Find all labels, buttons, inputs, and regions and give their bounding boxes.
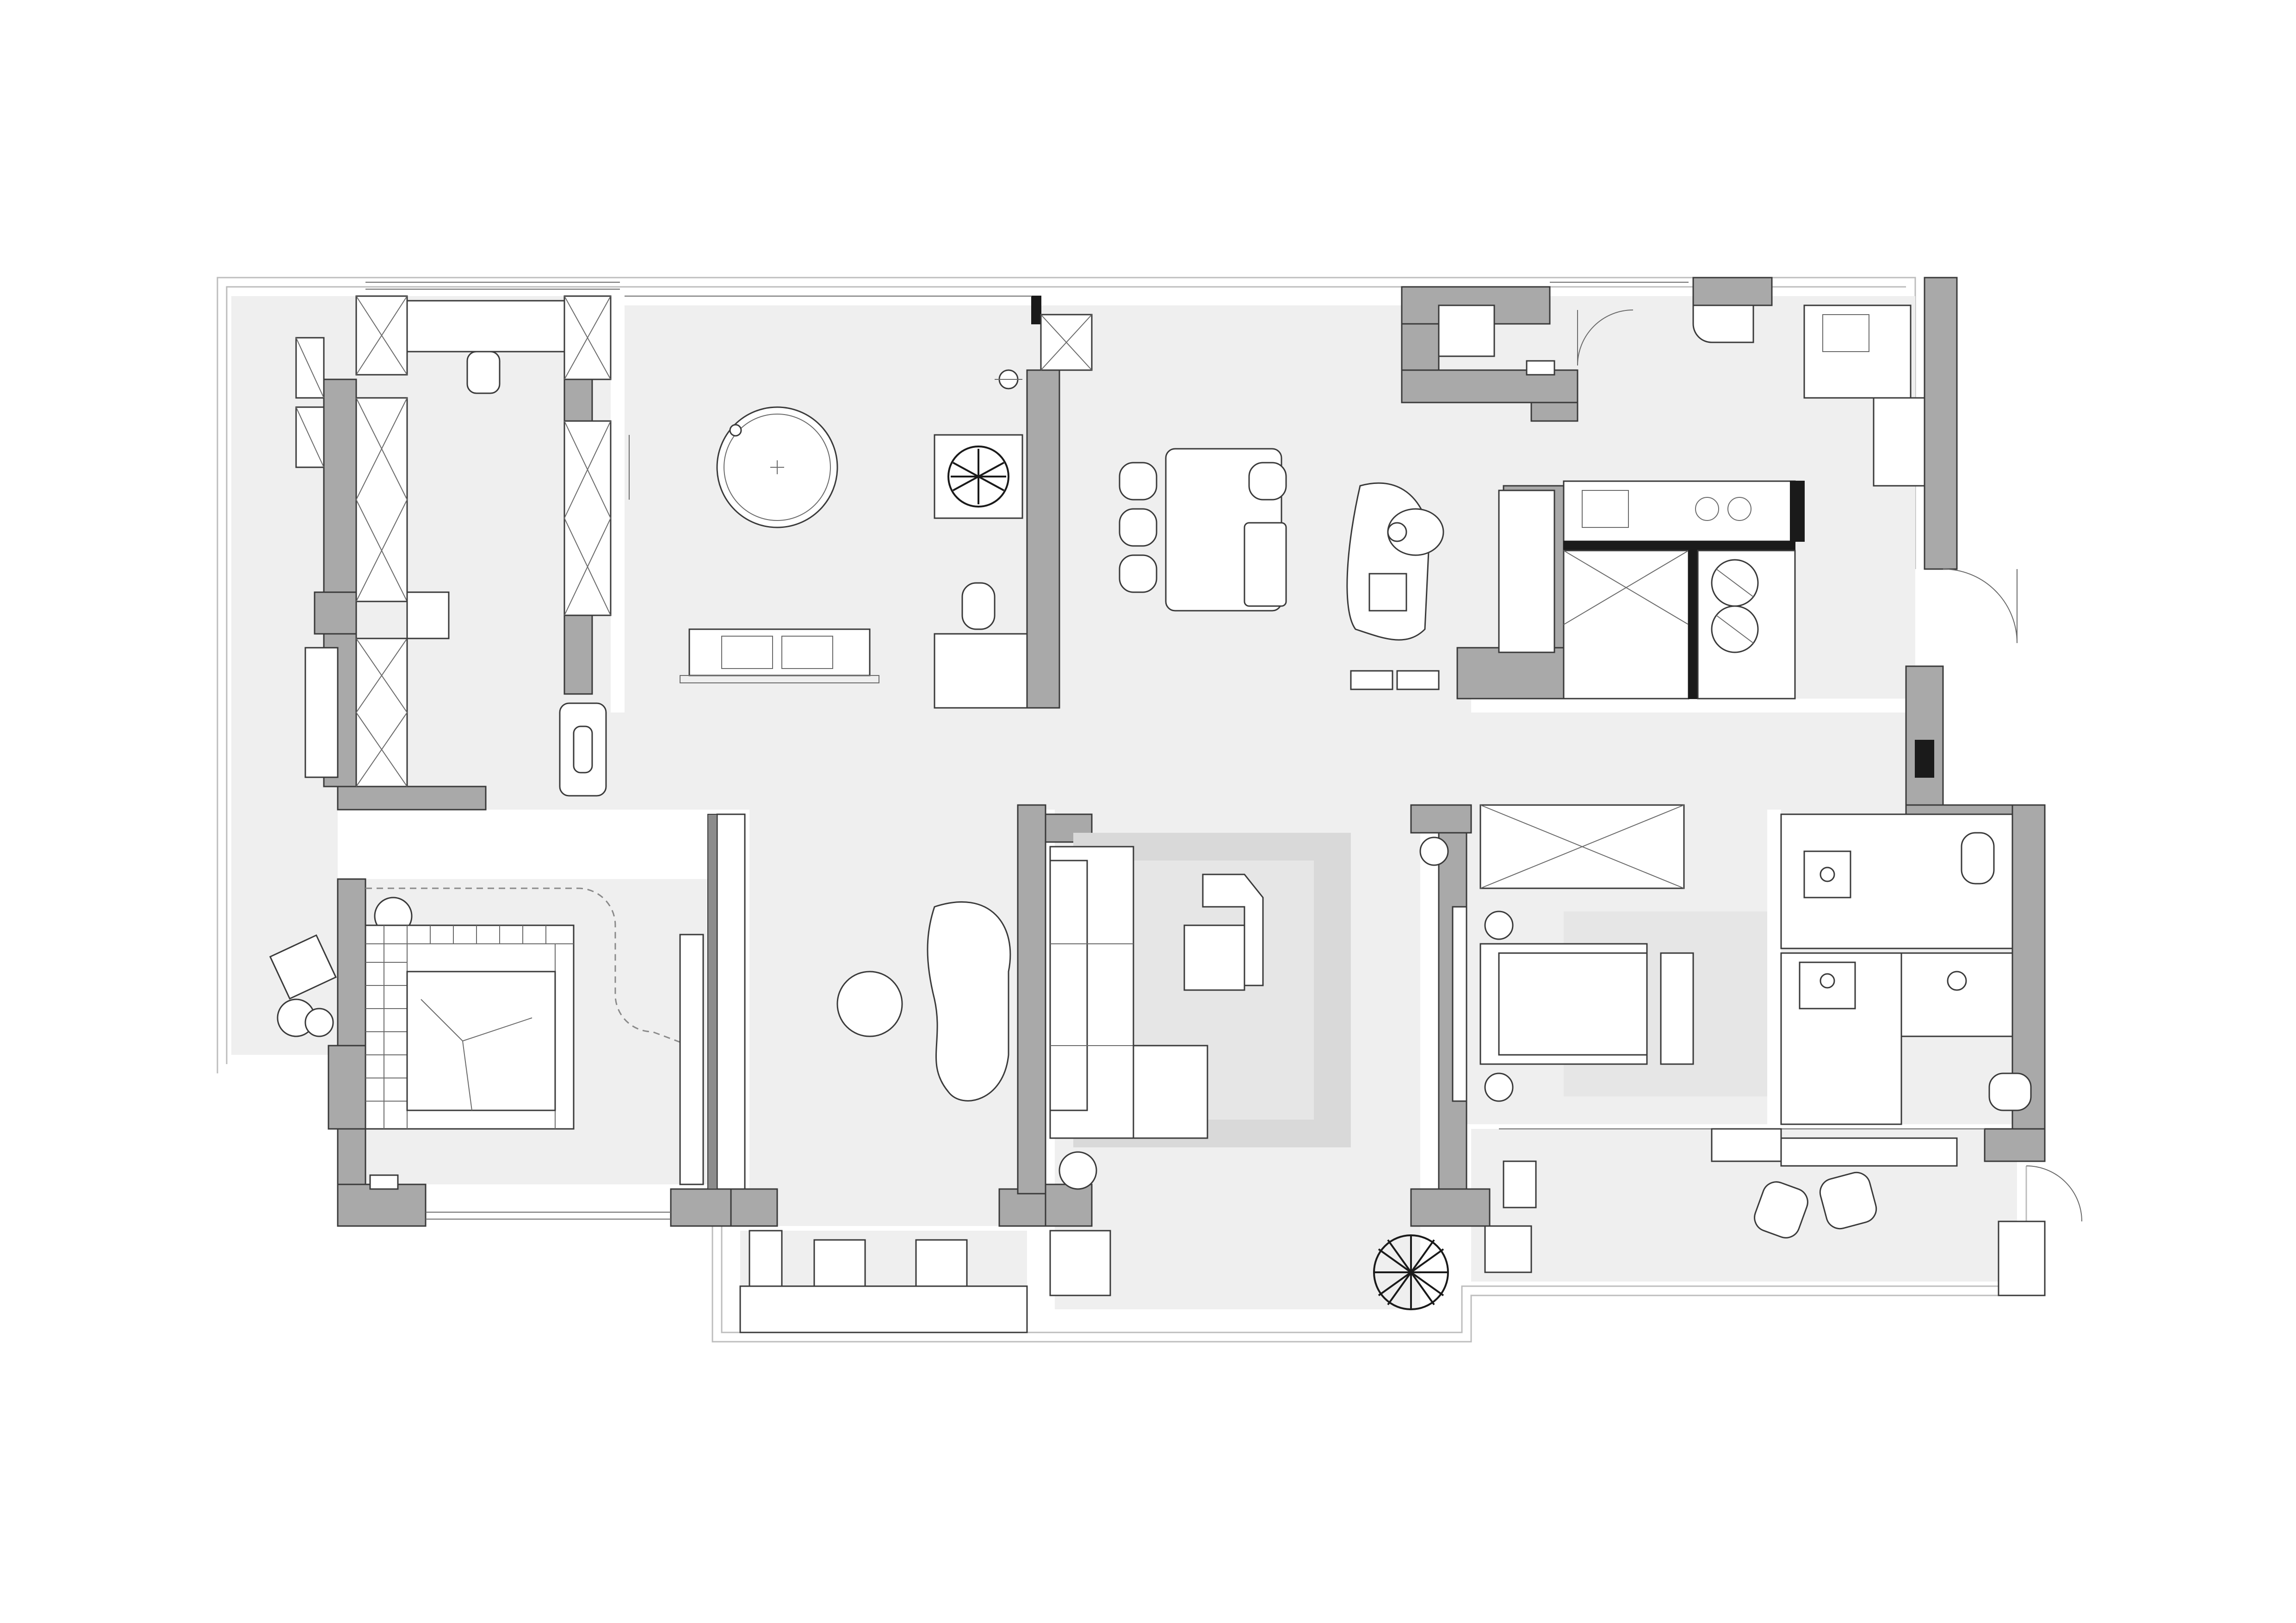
toilet-right-lower: [1988, 1072, 2032, 1111]
bedroom-two-bench: [1660, 952, 1694, 1065]
walls: [314, 277, 2046, 1227]
double-vanity: [688, 628, 871, 676]
round-coffee-table-study: [836, 971, 903, 1037]
wardrobe-left-lower: [355, 638, 408, 787]
toilet-right-upper: [1961, 832, 1995, 885]
master-bed-mattress: [406, 971, 556, 1111]
sectional-sofa-chaise: [1133, 1045, 1208, 1139]
coffee-table-living: [1183, 924, 1245, 991]
wardrobe-left: [355, 397, 408, 602]
living-fixtures: [1049, 833, 1449, 1310]
toilet-powder: [961, 582, 996, 630]
decor-plant-powder: [947, 446, 1009, 508]
bathroom-right-fixtures: [1711, 813, 2032, 1239]
side-bench: [1244, 522, 1287, 607]
wardrobe-right: [563, 420, 612, 616]
dressing-area: [295, 295, 612, 797]
kitchen-counter: [1563, 480, 1796, 542]
bar-stool-1: [813, 1239, 866, 1287]
master-bedroom-fixtures: [269, 887, 704, 1190]
curved-sofa-study: [927, 901, 1011, 1102]
vanity-desk: [406, 300, 565, 353]
windows: [365, 282, 1985, 1220]
dining-fixtures: [1119, 448, 1444, 690]
lounge-chair-master: [269, 934, 337, 1000]
study-fixtures: [707, 813, 1028, 1333]
vanity-stool: [466, 351, 501, 394]
bar-stool-2: [915, 1239, 968, 1287]
kitchen-fixtures: [1438, 304, 1925, 700]
second-bedroom-fixtures: [1419, 804, 1767, 1273]
bathroom-round-tub-fixtures: [629, 406, 879, 683]
powder-room-fixtures: [934, 314, 1093, 709]
right-balcony-fixtures: [1943, 569, 2082, 1296]
kitchen-island: [1346, 482, 1430, 641]
floor-areas: [231, 296, 2031, 1332]
